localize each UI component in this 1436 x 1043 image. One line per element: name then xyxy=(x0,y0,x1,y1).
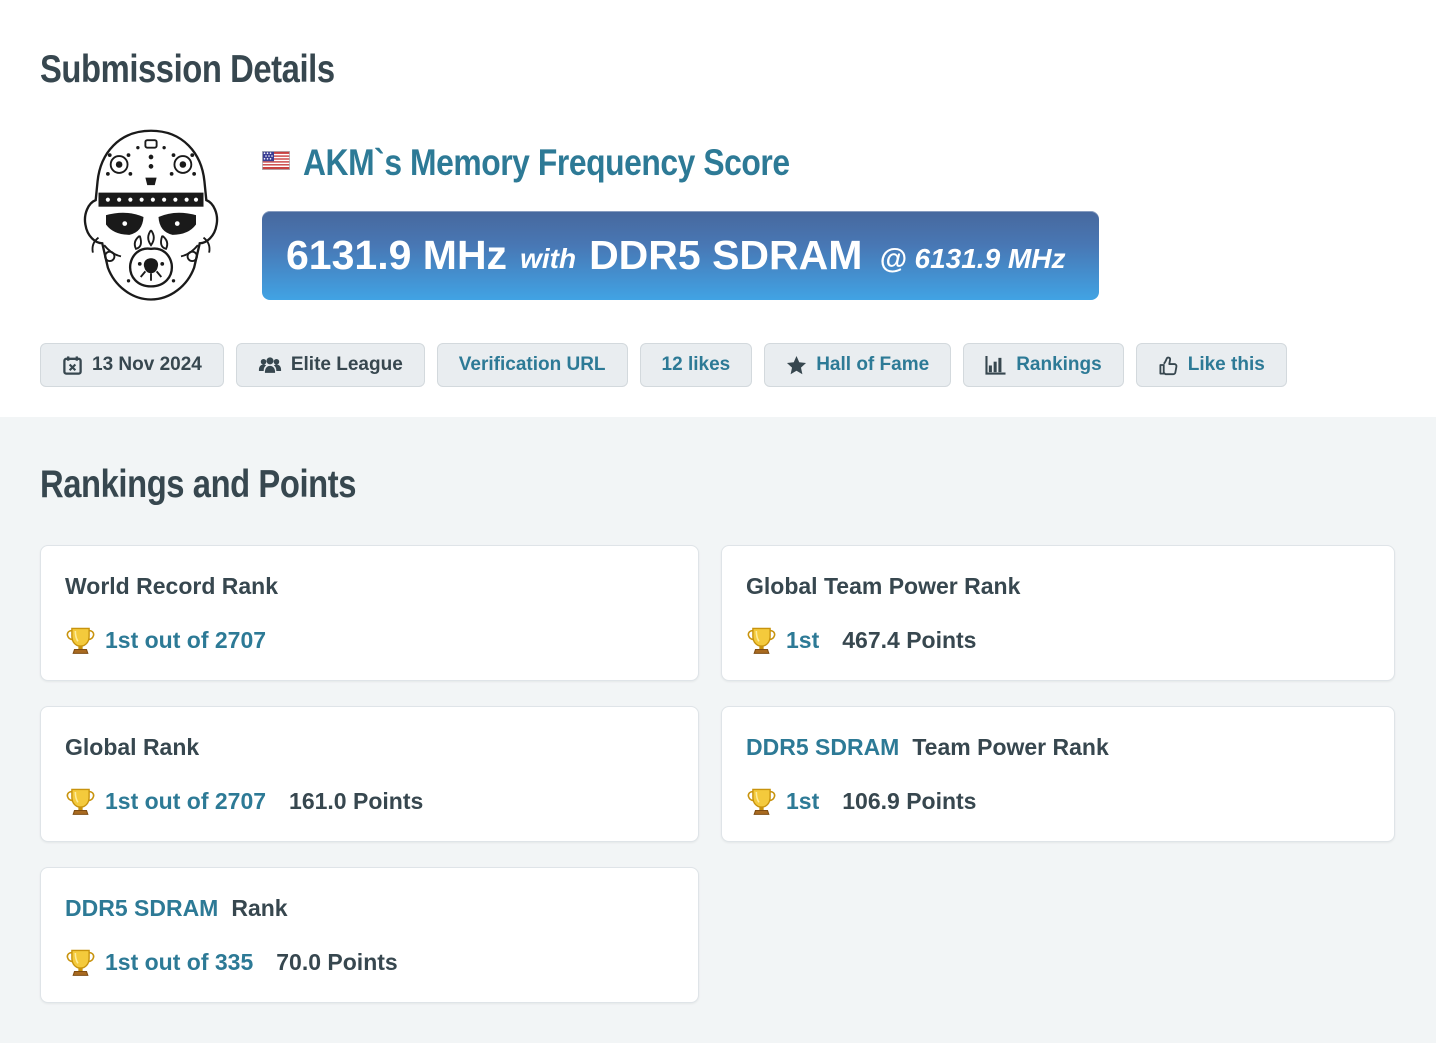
world-record-rank-card: World Record Rank 1st out of 2707 xyxy=(40,545,699,681)
card-title: Global Team Power Rank xyxy=(746,573,1370,600)
calendar-times-icon xyxy=(63,355,82,375)
league-label: Elite League xyxy=(290,354,403,375)
card-title: World Record Rank xyxy=(65,573,674,600)
card-title-text: Global Team Power Rank xyxy=(746,573,1021,599)
submission-meta-bar: 13 Nov 2024 Elite League Verification UR… xyxy=(40,343,1396,387)
hardware-team-power-rank-card: DDR5 SDRAM Team Power Rank 1st 106.9 Poin… xyxy=(721,706,1395,842)
score-at-clock: @ 6131.9 MHz xyxy=(879,242,1066,274)
points-value: 106.9 Points xyxy=(842,788,977,814)
rankings-and-points-section: Rankings and Points World Record Rank xyxy=(0,417,1436,1043)
rankings-section-title: Rankings and Points xyxy=(40,463,357,506)
card-title-text: Global Rank xyxy=(65,734,200,760)
rank-link[interactable]: 1st xyxy=(786,788,820,814)
submission-details-section: Submission Details xyxy=(0,0,1436,417)
global-team-power-rank-card: Global Team Power Rank 1st 467.4 Points xyxy=(721,545,1395,681)
rankings-label: Rankings xyxy=(1016,354,1102,375)
like-this-label: Like this xyxy=(1187,354,1265,375)
date-label: 13 Nov 2024 xyxy=(92,354,202,375)
date-button[interactable]: 13 Nov 2024 xyxy=(40,343,224,387)
star-icon xyxy=(787,355,807,375)
rank-link[interactable]: 1st out of 2707 xyxy=(105,627,267,653)
card-title-text: Rank xyxy=(231,895,288,921)
hall-of-fame-label: Hall of Fame xyxy=(816,354,930,375)
card-title-text: World Record Rank xyxy=(65,573,278,599)
rankings-button[interactable]: Rankings xyxy=(963,343,1124,387)
trophy-icon xyxy=(66,627,95,654)
score-banner: 6131.9 MHz with DDR5 SDRAM @ 6131.9 MHz xyxy=(262,211,1099,300)
verification-url-button[interactable]: Verification URL xyxy=(436,343,628,387)
rank-link[interactable]: 1st out of 2707 xyxy=(105,788,267,814)
rank-link[interactable]: 1st xyxy=(786,627,820,653)
hardware-rank-card: DDR5 SDRAM Rank 1st out of 335 70.0 Point… xyxy=(40,867,699,1003)
users-icon xyxy=(258,357,281,373)
stormtrooper-skull-avatar-image xyxy=(83,129,219,301)
avatar xyxy=(40,122,262,310)
global-rank-card: Global Rank 1st out of 2707 161.0 Points xyxy=(40,706,699,842)
score-value: 6131.9 MHz xyxy=(286,232,508,278)
trophy-icon xyxy=(66,949,95,976)
page-title: Submission Details xyxy=(40,48,335,91)
hardware-name: DDR5 SDRAM xyxy=(589,232,863,278)
verification-url-label: Verification URL xyxy=(458,354,606,375)
like-this-button[interactable]: Like this xyxy=(1135,343,1287,387)
hall-of-fame-button[interactable]: Hall of Fame xyxy=(764,343,952,387)
trophy-icon xyxy=(66,788,95,815)
trophy-icon xyxy=(747,627,776,654)
points-value: 161.0 Points xyxy=(289,788,424,814)
card-hardware-link[interactable]: DDR5 SDRAM xyxy=(746,734,900,760)
card-title: DDR5 SDRAM Team Power Rank xyxy=(746,734,1370,761)
us-flag-icon xyxy=(262,151,291,175)
points-value: 467.4 Points xyxy=(842,627,977,653)
thumbs-up-icon xyxy=(1159,356,1178,375)
league-button[interactable]: Elite League xyxy=(235,343,425,387)
score-connector: with xyxy=(520,242,577,274)
likes-count-button[interactable]: 12 likes xyxy=(639,343,753,387)
card-title: DDR5 SDRAM Rank xyxy=(65,895,674,922)
likes-count-label: 12 likes xyxy=(661,354,731,375)
card-hardware-link[interactable]: DDR5 SDRAM xyxy=(65,895,219,921)
card-title: Global Rank xyxy=(65,734,674,761)
bar-chart-icon xyxy=(985,355,1006,375)
rank-link[interactable]: 1st out of 335 xyxy=(105,949,254,975)
points-value: 70.0 Points xyxy=(276,949,398,975)
submission-title: AKM`s Memory Frequency Score xyxy=(303,142,790,183)
card-title-text: Team Power Rank xyxy=(912,734,1109,760)
trophy-icon xyxy=(747,788,776,815)
